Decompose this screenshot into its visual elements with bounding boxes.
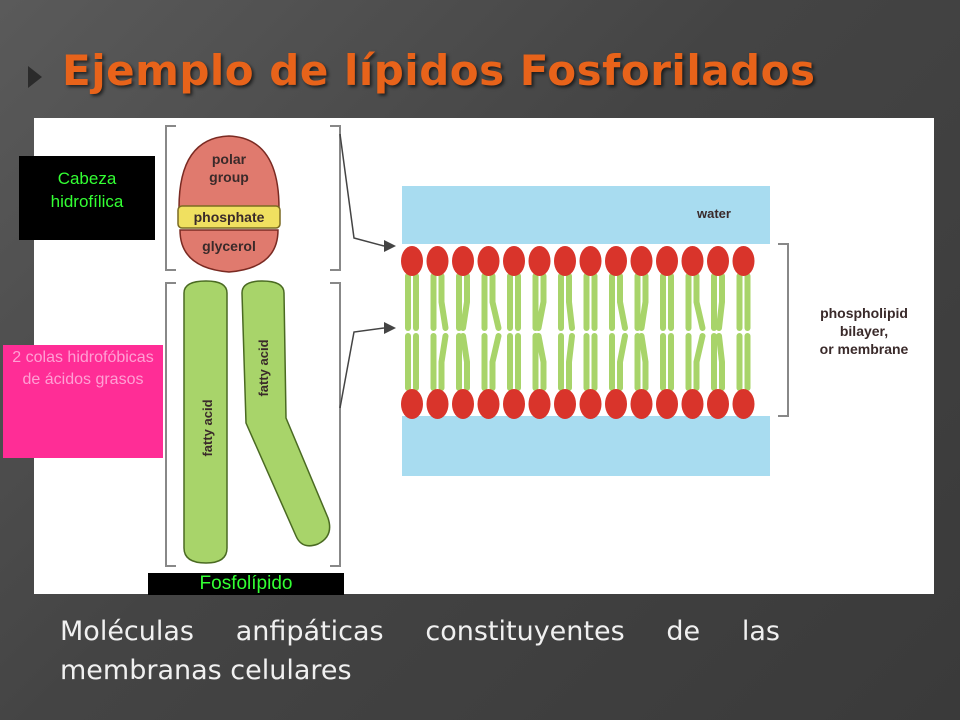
molecule-label-box: Fosfolípido [148,573,344,595]
bilayer-tail [716,273,725,331]
bilayer-tail [716,333,725,391]
tail-bracket [165,282,176,567]
tail-arrow-tip [384,322,396,334]
head-label-box: Cabeza hidrofílica [19,156,155,240]
bilayer-label-line-1: phospholipid [820,305,908,321]
bilayer-tail [489,273,502,331]
bilayer-head [605,389,627,419]
water-bottom [402,416,770,476]
bilayer-head [707,389,729,419]
bilayer-tail [617,333,628,391]
bilayer-tails-top [405,273,751,331]
water-top [402,186,770,244]
bilayer-head [452,389,474,419]
bilayer-tail [535,273,547,331]
bilayer-head [656,246,678,276]
svg-text:polar: polar [212,151,247,167]
bilayer-head [401,389,423,419]
head-bracket [165,125,176,271]
tail-right-bracket [330,282,341,567]
bilayer-head [554,246,576,276]
bilayer-tail [638,273,649,331]
bilayer-tail [489,333,502,391]
bilayer-tail [566,333,575,391]
bilayer-tail [438,273,449,331]
bilayer-head [554,389,576,419]
bilayer-head [681,246,704,276]
fatty-acid-tail-1 [183,280,228,564]
bilayer-head [681,389,704,419]
bilayer-bracket [778,243,789,417]
bilayer-head [401,246,423,276]
bilayer-tail [535,333,547,391]
svg-text:group: group [209,169,249,185]
diagram-canvas: polar group phosphate glycerol fatty aci… [165,125,909,567]
bilayer-tail [693,333,706,391]
bilayer-head [656,389,678,419]
bilayer-tail [438,333,449,391]
bilayer-head [426,389,449,419]
bilayer-tails-bottom [405,333,751,391]
tail-arrow-line [339,327,385,409]
phosphate-label: phosphate [194,209,265,225]
bilayer-head [426,246,449,276]
bilayer-tail [617,273,628,331]
fatty-acid-tail-2 [241,280,331,547]
bilayer-tail [693,273,706,331]
glycerol-label: glycerol [202,238,256,254]
bilayer-head [503,389,525,419]
head-right-bracket [330,125,341,271]
bilayer-heads-top [401,246,755,276]
bilayer-tail [460,273,470,331]
fatty-acid-label-1: fatty acid [200,399,215,456]
phosphate-shape [177,205,281,229]
bilayer-head [579,246,602,276]
tails-label-box: 2 colas hidrofóbicas de ácidos grasos [3,345,163,458]
bilayer-head [579,389,602,419]
slide-subtitle: Moléculas anfipáticas constituyentes de … [60,616,780,687]
title-bullet-arrow [28,66,42,88]
bilayer-head [707,246,729,276]
bilayer-tail [460,333,470,391]
slide-title: Ejemplo de lípidos Fosforilados [62,46,816,95]
bilayer-head [452,246,474,276]
bilayer-head [503,246,525,276]
phospholipid-diagram: polar group phosphate glycerol fatty aci… [34,118,934,594]
bilayer-head [477,246,500,276]
water-label: water [696,206,731,221]
bilayer-head [528,246,551,276]
bilayer-head [630,246,653,276]
bilayer-label-line-3: or membrane [820,341,909,357]
bilayer-head [732,246,755,276]
bilayer-head [528,389,551,419]
bilayer-tail [638,333,649,391]
head-arrow-line [339,133,385,247]
bilayer-head [630,389,653,419]
bilayer-tail [566,273,575,331]
bilayer-heads-bottom [401,389,755,419]
bilayer-label-line-2: bilayer, [840,323,888,339]
bilayer-head [477,389,500,419]
bilayer-head [605,246,627,276]
polar-group-shape [178,135,280,209]
fatty-acid-label-2: fatty acid [256,339,271,396]
glycerol-shape [179,229,279,273]
bilayer-head [732,389,755,419]
head-arrow-tip [384,240,396,252]
